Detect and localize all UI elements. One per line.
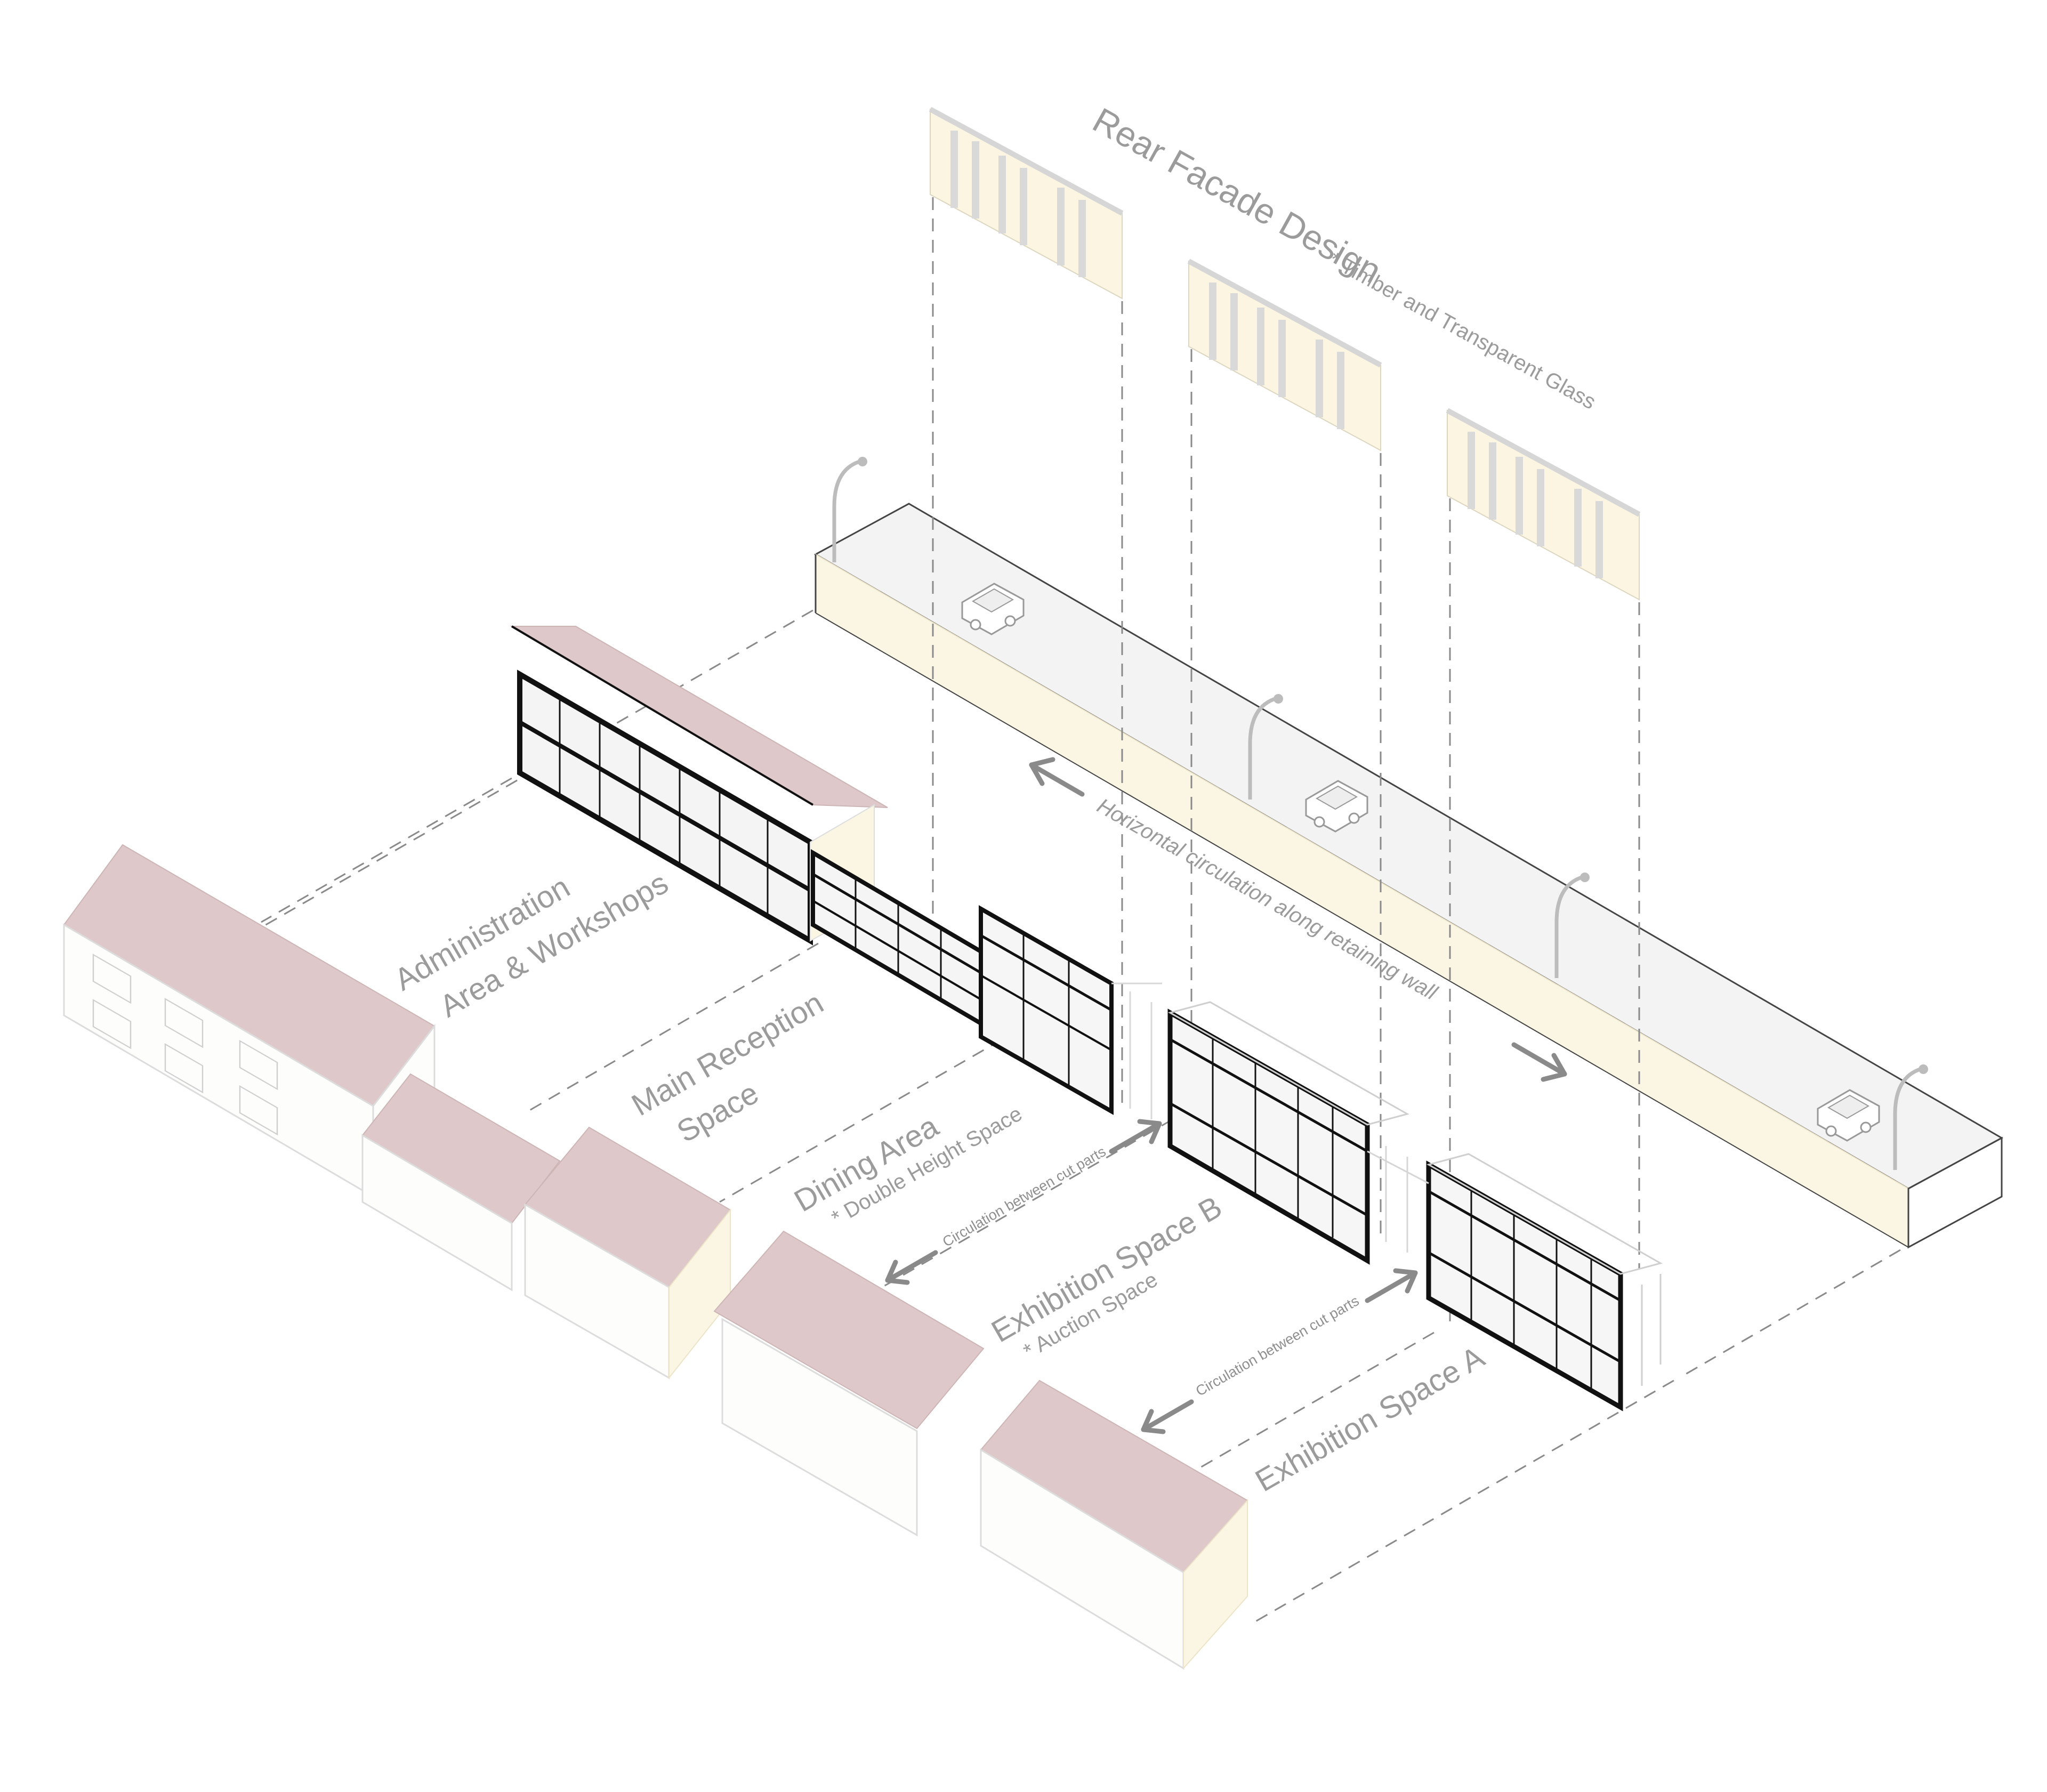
new-structure-dining xyxy=(979,905,1162,1119)
heritage-building-reception xyxy=(361,1073,561,1291)
zone-lines xyxy=(261,609,1901,1624)
circulation-label-1: Circulation between cut parts xyxy=(940,1143,1109,1250)
street-lamp xyxy=(1554,873,1590,978)
street-lamp xyxy=(1893,1064,1928,1170)
facade-panel xyxy=(1446,408,1641,601)
car-icon xyxy=(1817,1089,1880,1142)
street-lamp xyxy=(832,457,867,562)
arrow-horizontal-left xyxy=(1029,757,1085,797)
heritage-building-dining xyxy=(524,1126,731,1379)
facade-panel xyxy=(929,107,1124,300)
new-structure-exhibition-b xyxy=(1167,1001,1409,1265)
retaining-wall xyxy=(813,503,2004,1249)
new-structure-reception xyxy=(811,849,983,1027)
arrow-circulation-1 xyxy=(885,1119,1162,1285)
arrow-circulation-2 xyxy=(1141,1268,1418,1434)
street-lamp xyxy=(1248,694,1283,800)
facade-panel xyxy=(1187,259,1382,451)
new-structure-exhibition-a xyxy=(1367,1146,1663,1411)
circulation-label-2: Circulation between cut parts xyxy=(1193,1293,1362,1399)
arrow-horizontal-right xyxy=(1511,1042,1567,1082)
zone-exhibition-b: Exhibition Space B xyxy=(986,1190,1228,1350)
car-icon xyxy=(961,583,1025,635)
heritage-building-exhibition-b xyxy=(713,1230,985,1537)
heritage-building-exhibition-a xyxy=(980,1379,1248,1670)
car-icon xyxy=(1305,780,1368,833)
